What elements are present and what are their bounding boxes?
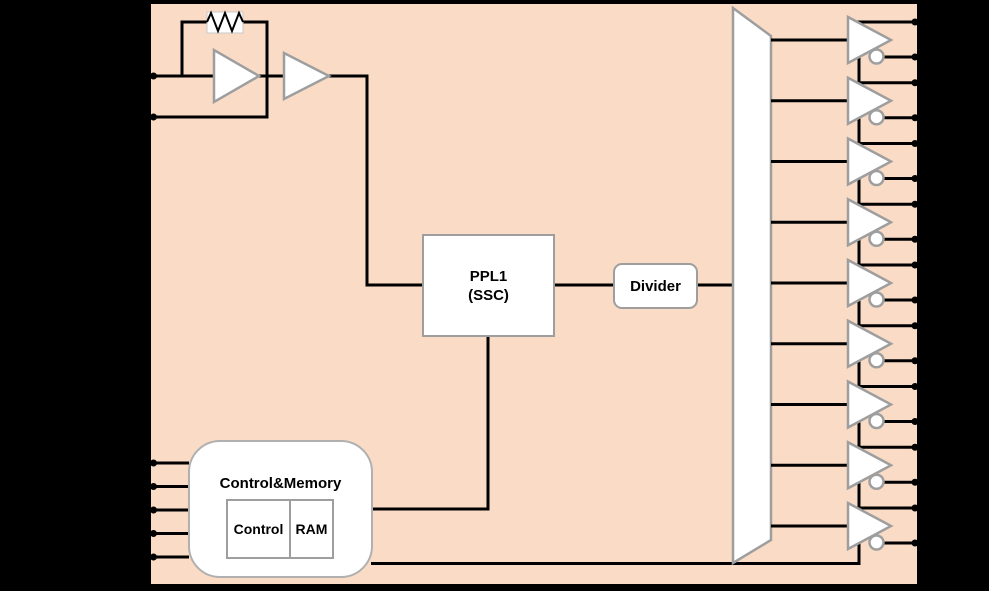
- control-memory-block: Control&Memory Control RAM: [188, 440, 373, 578]
- control-pin-dot: [150, 483, 157, 490]
- output-pin-dot: [911, 478, 919, 486]
- divider-block: Divider: [613, 263, 698, 309]
- output-pin-dot: [911, 18, 919, 26]
- pll-block: PPL1 (SSC): [422, 234, 555, 337]
- output-buffer-icon: [846, 75, 894, 126]
- oscillator-amp-icon: [212, 47, 262, 105]
- output-pin-dot: [911, 296, 919, 304]
- output-pin-dot: [911, 443, 919, 451]
- clock-buffer-amp-icon: [282, 50, 332, 102]
- output-buffer-icon: [846, 440, 894, 491]
- output-pin-dot: [911, 235, 919, 243]
- output-pin-dot: [911, 79, 919, 87]
- inverting-bubble-icon: [868, 109, 885, 126]
- output-buffer-icon: [846, 318, 894, 369]
- inverting-bubble-icon: [868, 534, 885, 551]
- output-buffer-icon: [846, 257, 894, 309]
- output-pin-dot: [911, 261, 919, 269]
- output-pin-dot: [911, 175, 919, 182]
- control-pin-dot: [150, 530, 157, 537]
- pll-label-line1: PPL1: [469, 267, 508, 285]
- generated-shapes: [150, 14, 919, 561]
- cm-to-pll-wire: [371, 336, 490, 511]
- inverting-bubble-icon: [868, 48, 885, 65]
- output-pin-dot: [911, 200, 919, 208]
- cm-to-output-buffers-wire: [371, 538, 861, 565]
- divider-label: Divider: [630, 277, 681, 295]
- control-sub-block: Control: [226, 499, 291, 559]
- output-pin-dot: [911, 140, 919, 147]
- inverting-bubble-icon: [868, 291, 885, 308]
- output-pin-dot: [911, 322, 919, 330]
- output-pin-dot: [911, 114, 919, 122]
- output-pin-dot: [911, 504, 919, 512]
- feedback-resistor: [206, 10, 244, 34]
- output-pin-dot: [911, 418, 919, 425]
- output-buffer-icon: [846, 14, 894, 66]
- control-pin-dot: [150, 506, 157, 514]
- inverting-bubble-icon: [868, 473, 885, 490]
- output-pin-dot: [911, 53, 919, 61]
- control-pin-dot: [150, 459, 157, 467]
- control-label: Control: [233, 521, 284, 537]
- control-memory-wires: [371, 336, 861, 565]
- control-memory-title: Control&Memory: [219, 475, 342, 492]
- inverting-bubble-icon: [868, 352, 885, 369]
- ram-label: RAM: [295, 521, 328, 537]
- output-buffer-icon: [846, 136, 894, 187]
- resistor-zigzag-icon: [206, 10, 244, 34]
- output-buffer-icon: [846, 500, 894, 552]
- pll-label-line2: (SSC): [468, 286, 509, 304]
- feedback-wire: [150, 20, 269, 119]
- control-pin-dot: [150, 553, 157, 561]
- ram-sub-block: RAM: [289, 499, 334, 559]
- inverting-bubble-icon: [868, 230, 885, 247]
- control-memory-inner: Control RAM: [226, 499, 334, 559]
- output-buffer-icon: [846, 379, 894, 430]
- xout-pin-dot: [150, 113, 157, 121]
- output-pin-dot: [911, 539, 919, 547]
- output-buffer-icon: [846, 197, 894, 248]
- output-pin-dot: [911, 357, 919, 365]
- output-pin-dot: [911, 383, 919, 390]
- inverting-bubble-icon: [868, 412, 885, 430]
- xin-pin-dot: [150, 72, 157, 80]
- inverting-bubble-icon: [868, 169, 885, 187]
- xin-to-pll-wire: [150, 74, 424, 287]
- distribution-mux-trapezoid: [731, 5, 773, 566]
